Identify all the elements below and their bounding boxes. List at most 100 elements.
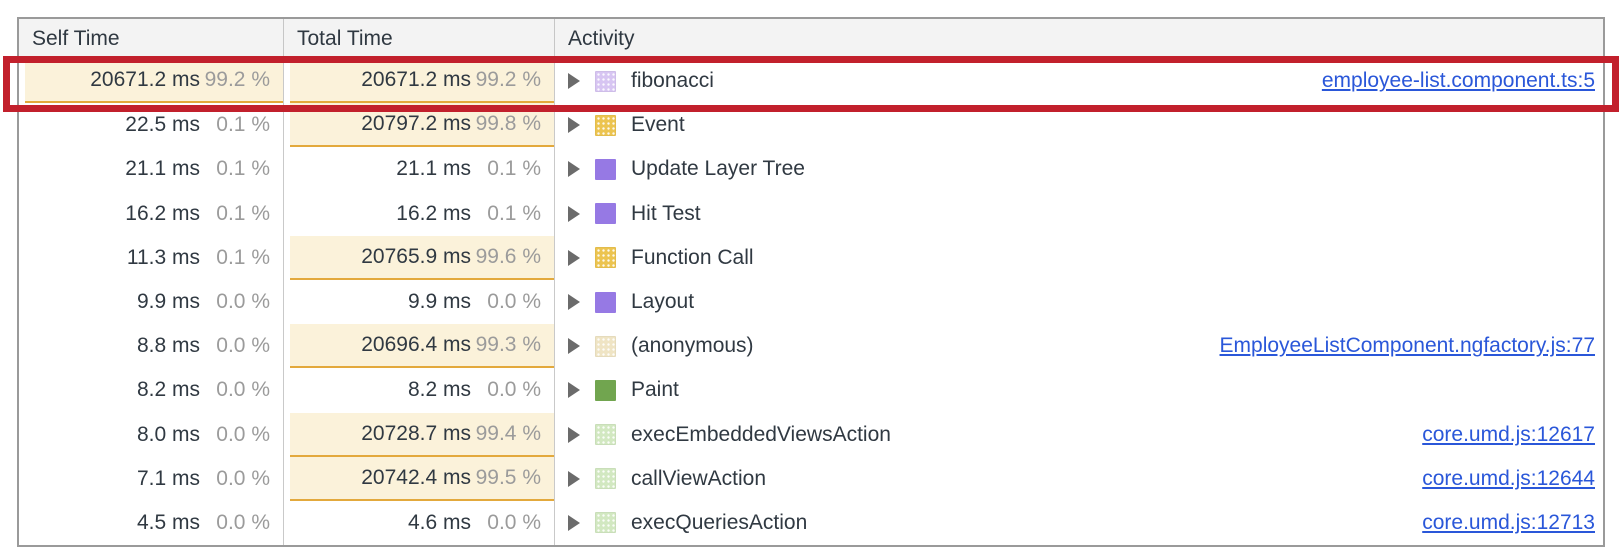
activity-label: Hit Test <box>631 201 701 225</box>
column-header-activity[interactable]: Activity <box>568 27 635 50</box>
table-row[interactable]: 16.2 ms 0.1 % 16.2 ms 0.1 % Hit Test <box>19 191 1603 236</box>
column-header-total-time[interactable]: Total Time <box>284 19 555 59</box>
activity-cell: execEmbeddedViewsAction core.umd.js:1261… <box>555 413 1603 457</box>
total-time-cell: 20742.4 ms 99.5 % <box>284 456 555 501</box>
total-time-cell: 20671.2 ms 99.2 % <box>284 59 555 104</box>
self-time-value: 9.9 ms <box>136 290 200 314</box>
source-location-link[interactable]: core.umd.js:12644 <box>1422 466 1595 490</box>
self-time-percent: 0.1 % <box>216 201 270 225</box>
activity-label: fibonacci <box>631 69 714 93</box>
table-rows: 20671.2 ms 99.2 % 20671.2 ms 99.2 % fibo… <box>19 59 1603 546</box>
table-row[interactable]: 11.3 ms 0.1 % 20765.9 ms 99.6 % Function… <box>19 235 1603 280</box>
total-time-percent: 99.5 % <box>475 465 541 489</box>
source-location-link[interactable]: core.umd.js:12713 <box>1422 510 1595 534</box>
source-location-link[interactable]: EmployeeListComponent.ngfactory.js:77 <box>1219 334 1595 358</box>
activity-color-swatch <box>595 424 616 446</box>
self-time-cell: 8.8 ms 0.0 % <box>19 324 284 369</box>
total-time-percent: 0.0 % <box>487 510 541 534</box>
activity-color-swatch <box>595 335 616 357</box>
expand-triangle-icon[interactable] <box>568 73 580 90</box>
self-time-cell: 11.3 ms 0.1 % <box>19 235 284 280</box>
activity-color-swatch <box>595 114 616 136</box>
activity-label: execEmbeddedViewsAction <box>631 422 891 446</box>
self-time-percent: 99.2 % <box>204 68 270 92</box>
expand-triangle-icon[interactable] <box>568 249 580 266</box>
self-time-value: 16.2 ms <box>125 201 200 225</box>
table-row[interactable]: 8.0 ms 0.0 % 20728.7 ms 99.4 % execEmbed… <box>19 412 1603 457</box>
self-time-cell: 22.5 ms 0.1 % <box>19 103 284 148</box>
total-time-value: 16.2 ms <box>396 201 471 225</box>
activity-cell: Event <box>555 103 1603 147</box>
self-time-value: 20671.2 ms <box>90 68 200 92</box>
total-time-cell: 20728.7 ms 99.4 % <box>284 412 555 457</box>
self-time-percent: 0.0 % <box>216 510 270 534</box>
expand-triangle-icon[interactable] <box>568 205 580 222</box>
self-time-value: 7.1 ms <box>136 466 200 490</box>
performance-bottom-up-table: Self Time Total Time Activity 20671.2 ms… <box>17 17 1605 547</box>
self-time-value: 22.5 ms <box>125 113 200 137</box>
total-time-value: 20696.4 ms <box>361 333 471 357</box>
self-time-value: 4.5 ms <box>136 510 200 534</box>
self-time-percent: 0.0 % <box>216 378 270 402</box>
column-header-self-time[interactable]: Self Time <box>19 19 284 59</box>
expand-triangle-icon[interactable] <box>568 294 580 311</box>
activity-color-swatch <box>595 247 616 269</box>
self-time-percent: 0.0 % <box>216 290 270 314</box>
expand-triangle-icon[interactable] <box>568 426 580 443</box>
activity-label: (anonymous) <box>631 334 754 358</box>
expand-triangle-icon[interactable] <box>568 338 580 355</box>
table-row[interactable]: 9.9 ms 0.0 % 9.9 ms 0.0 % Layout <box>19 279 1603 325</box>
activity-label: callViewAction <box>631 466 767 490</box>
expand-triangle-icon[interactable] <box>568 161 580 178</box>
total-time-cell: 16.2 ms 0.1 % <box>284 191 555 236</box>
self-time-cell: 20671.2 ms 99.2 % <box>19 59 284 104</box>
table-row[interactable]: 8.8 ms 0.0 % 20696.4 ms 99.3 % (anonymou… <box>19 324 1603 369</box>
source-location-link[interactable]: core.umd.js:12617 <box>1422 422 1595 446</box>
total-time-value: 20671.2 ms <box>361 68 471 92</box>
self-time-percent: 0.1 % <box>216 157 270 181</box>
total-time-cell: 8.2 ms 0.0 % <box>284 368 555 413</box>
total-time-cell: 20797.2 ms 99.8 % <box>284 103 555 148</box>
total-time-value: 20742.4 ms <box>361 465 471 489</box>
total-time-value: 20797.2 ms <box>361 112 471 136</box>
activity-cell: Hit Test <box>555 192 1603 236</box>
activity-label: Event <box>631 113 685 137</box>
activity-color-swatch <box>595 158 616 180</box>
self-time-percent: 0.0 % <box>216 466 270 490</box>
table-row[interactable]: 4.5 ms 0.0 % 4.6 ms 0.0 % execQueriesAct… <box>19 500 1603 546</box>
self-time-cell: 8.0 ms 0.0 % <box>19 412 284 457</box>
total-time-percent: 99.3 % <box>475 333 541 357</box>
table-row[interactable]: 22.5 ms 0.1 % 20797.2 ms 99.8 % Event <box>19 103 1603 148</box>
activity-cell: Paint <box>555 368 1603 412</box>
expand-triangle-icon[interactable] <box>568 117 580 134</box>
activity-cell: Update Layer Tree <box>555 147 1603 191</box>
activity-label: Update Layer Tree <box>631 157 805 181</box>
expand-triangle-icon[interactable] <box>568 470 580 487</box>
self-time-value: 11.3 ms <box>126 245 200 269</box>
self-time-cell: 21.1 ms 0.1 % <box>19 147 284 192</box>
total-time-value: 4.6 ms <box>407 510 471 534</box>
expand-triangle-icon[interactable] <box>568 514 580 531</box>
table-row[interactable]: 21.1 ms 0.1 % 21.1 ms 0.1 % Update Layer… <box>19 147 1603 192</box>
activity-cell: execQueriesAction core.umd.js:12713 <box>555 501 1603 545</box>
total-time-cell: 20765.9 ms 99.6 % <box>284 235 555 280</box>
expand-triangle-icon[interactable] <box>568 382 580 399</box>
total-time-value: 20765.9 ms <box>361 244 471 268</box>
activity-cell: fibonacci employee-list.component.ts:5 <box>555 59 1603 103</box>
activity-color-swatch <box>595 379 616 401</box>
total-time-cell: 21.1 ms 0.1 % <box>284 147 555 192</box>
self-time-cell: 7.1 ms 0.0 % <box>19 456 284 501</box>
table-row[interactable]: 8.2 ms 0.0 % 8.2 ms 0.0 % Paint <box>19 368 1603 413</box>
self-time-cell: 9.9 ms 0.0 % <box>19 279 284 325</box>
total-time-cell: 9.9 ms 0.0 % <box>284 279 555 325</box>
table-row[interactable]: 7.1 ms 0.0 % 20742.4 ms 99.5 % callViewA… <box>19 456 1603 501</box>
table-row[interactable]: 20671.2 ms 99.2 % 20671.2 ms 99.2 % fibo… <box>19 59 1603 104</box>
total-time-percent: 0.0 % <box>487 290 541 314</box>
table-header-row: Self Time Total Time Activity <box>19 19 1603 59</box>
activity-cell: Function Call <box>555 236 1603 280</box>
self-time-cell: 16.2 ms 0.1 % <box>19 191 284 236</box>
source-location-link[interactable]: employee-list.component.ts:5 <box>1321 69 1595 93</box>
self-time-value: 8.8 ms <box>136 334 200 358</box>
total-time-percent: 0.1 % <box>487 201 541 225</box>
self-time-cell: 4.5 ms 0.0 % <box>19 500 284 546</box>
